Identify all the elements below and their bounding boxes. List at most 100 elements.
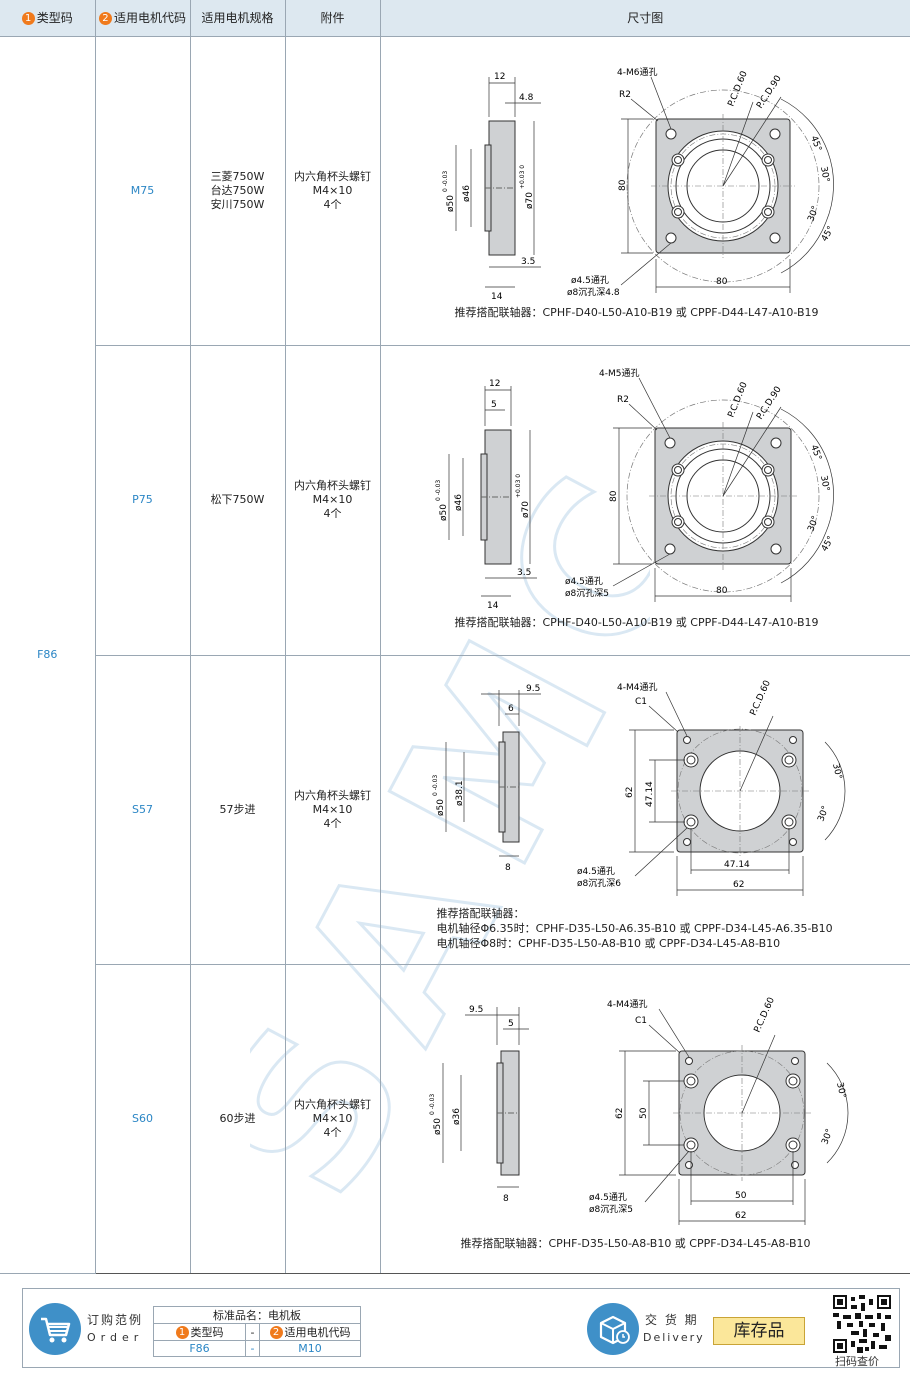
svg-text:4-M5通孔: 4-M5通孔 [599, 368, 639, 379]
svg-text:+0.03 0: +0.03 0 [519, 164, 526, 188]
side-view: 12 5 3.5 14 ø50 0 -0.03 ø46 ø70 [435, 379, 537, 611]
svg-text:C1: C1 [635, 697, 647, 707]
svg-text:62: 62 [625, 786, 635, 797]
svg-text:R2: R2 [617, 395, 629, 405]
svg-text:12: 12 [494, 72, 505, 82]
table-row: S57 57步进 内六角杯头螺钉 M4×10 4个 [0, 655, 910, 965]
svg-text:14: 14 [487, 601, 499, 611]
svg-text:12: 12 [489, 379, 500, 389]
motor-code-s57[interactable]: S57 [94, 655, 190, 965]
svg-text:30°: 30° [806, 204, 821, 222]
svg-text:R2: R2 [619, 90, 631, 100]
qr-code-icon[interactable] [833, 1295, 891, 1353]
dimension-drawing: 12 5 3.5 14 ø50 0 -0.03 ø46 ø70 [379, 345, 910, 656]
svg-text:80: 80 [716, 277, 728, 287]
recommend-coupling: 推荐搭配联轴器： 电机轴径Φ6.35时：CPHF-D35-L50-A6.35-B… [436, 906, 833, 950]
svg-text:0 -0.03: 0 -0.03 [442, 170, 449, 191]
svg-text:0 -0.03: 0 -0.03 [432, 774, 439, 795]
motor-code-m75[interactable]: M75 [94, 36, 190, 346]
side-view: 9.5 6 8 ø50 0 -0.03 ø38.1 [432, 684, 541, 873]
svg-text:ø46: ø46 [454, 493, 464, 510]
table-row: S60 60步进 内六角杯头螺钉 M4×10 4个 [0, 964, 910, 1274]
header-motor-spec: 适用电机规格 [189, 0, 285, 37]
svg-text:4.8: 4.8 [519, 93, 534, 103]
svg-text:30°: 30° [820, 1127, 835, 1145]
svg-text:ø4.5通孔: ø4.5通孔 [589, 1192, 627, 1203]
cart-icon [29, 1303, 81, 1355]
svg-text:ø8沉孔深6: ø8沉孔深6 [577, 878, 621, 889]
svg-text:47.14: 47.14 [645, 780, 655, 806]
svg-text:47.14: 47.14 [724, 860, 750, 870]
svg-text:ø70: ø70 [521, 500, 531, 517]
svg-text:P.C.D.60: P.C.D.60 [752, 995, 776, 1033]
svg-text:30°: 30° [818, 474, 831, 491]
motor-code-p75[interactable]: P75 [94, 345, 190, 656]
svg-text:4-M4通孔: 4-M4通孔 [607, 999, 647, 1010]
svg-text:8: 8 [505, 863, 511, 873]
motor-spec: 三菱750W 台达750W 安川750W [189, 36, 285, 346]
svg-text:62: 62 [615, 1107, 625, 1118]
svg-text:3.5: 3.5 [521, 257, 535, 267]
accessory: 内六角杯头螺钉 M4×10 4个 [284, 655, 380, 965]
type-code-value: F86 [0, 36, 95, 1274]
motor-code-s60[interactable]: S60 [94, 964, 190, 1274]
order-subtitle: Order [87, 1331, 144, 1344]
svg-text:62: 62 [733, 880, 744, 890]
svg-text:ø46: ø46 [462, 184, 472, 201]
header-drawing: 尺寸图 [379, 0, 910, 37]
drawing-s57: 9.5 6 8 ø50 0 -0.03 ø38.1 [432, 678, 845, 896]
svg-text:9.5: 9.5 [526, 684, 540, 694]
front-view: P.C.D.60 4-M4通孔 C1 62 47.14 [577, 678, 845, 896]
svg-text:ø36: ø36 [452, 1107, 462, 1124]
order-val-motor: M10 [259, 1340, 361, 1357]
qr-label: 扫码查价 [835, 1355, 879, 1368]
table-row: F86 M75 三菱750W 台达750W 安川750W 内六角杯头螺钉 M4×… [0, 36, 910, 1274]
svg-text:50: 50 [639, 1107, 649, 1119]
svg-text:4-M4通孔: 4-M4通孔 [617, 682, 657, 693]
svg-text:C1: C1 [635, 1016, 647, 1026]
recommend-coupling: 推荐搭配联轴器：CPHF-D35-L50-A8-B10 或 CPPF-D34-L… [460, 1236, 811, 1250]
svg-text:9.5: 9.5 [469, 1005, 483, 1015]
svg-text:ø8沉孔深5: ø8沉孔深5 [565, 588, 609, 599]
svg-text:30°: 30° [834, 1081, 847, 1099]
order-dash: - [245, 1323, 260, 1341]
header-accessory: 附件 [284, 0, 380, 37]
svg-text:6: 6 [508, 704, 514, 714]
svg-text:ø50: ø50 [436, 798, 446, 815]
recommend-coupling: 推荐搭配联轴器：CPHF-D40-L50-A10-B19 或 CPPF-D44-… [454, 615, 819, 629]
accessory: 内六角杯头螺钉 M4×10 4个 [284, 345, 380, 656]
svg-text:ø38.1: ø38.1 [455, 780, 465, 806]
motor-spec: 57步进 [189, 655, 285, 965]
svg-text:ø4.5通孔: ø4.5通孔 [571, 275, 609, 286]
drawing-s60: 9.5 5 8 ø50 0 -0.03 ø36 [429, 995, 848, 1225]
svg-text:ø8沉孔深4.8: ø8沉孔深4.8 [567, 287, 620, 298]
front-view: P.C.D.60 P.C.D.90 4-M5通孔 R2 80 80 [565, 368, 836, 602]
svg-text:80: 80 [716, 586, 728, 596]
side-view: 9.5 5 8 ø50 0 -0.03 ø36 [429, 1005, 529, 1204]
dimension-drawing: 12 4.8 3.5 14 ø50 0 -0.03 ø46 ø70 [379, 36, 910, 346]
drawing-m75: 12 4.8 3.5 14 ø50 0 -0.03 ø46 ø70 [442, 67, 837, 302]
svg-text:0 -0.03: 0 -0.03 [429, 1093, 436, 1114]
svg-text:P.C.D.60: P.C.D.60 [748, 678, 772, 716]
delivery-box-icon [587, 1303, 639, 1355]
svg-text:ø50: ø50 [439, 503, 449, 520]
recommend-coupling: 推荐搭配联轴器：CPHF-D40-L50-A10-B19 或 CPPF-D44-… [454, 305, 819, 319]
svg-text:5: 5 [491, 400, 497, 410]
order-dash: - [245, 1340, 260, 1357]
svg-text:5: 5 [508, 1019, 514, 1029]
dimension-drawing: 9.5 5 8 ø50 0 -0.03 ø36 [379, 964, 910, 1274]
svg-text:P.C.D.90: P.C.D.90 [755, 384, 784, 421]
svg-text:P.C.D.60: P.C.D.60 [726, 69, 749, 108]
svg-text:ø50: ø50 [446, 194, 456, 211]
svg-text:ø50: ø50 [433, 1117, 443, 1134]
svg-text:3.5: 3.5 [517, 568, 531, 578]
accessory: 内六角杯头螺钉 M4×10 4个 [284, 964, 380, 1274]
dimension-drawing: 9.5 6 8 ø50 0 -0.03 ø38.1 [379, 655, 910, 965]
svg-text:0 -0.03: 0 -0.03 [435, 479, 442, 500]
svg-text:14: 14 [491, 292, 503, 302]
svg-text:50: 50 [735, 1191, 747, 1201]
